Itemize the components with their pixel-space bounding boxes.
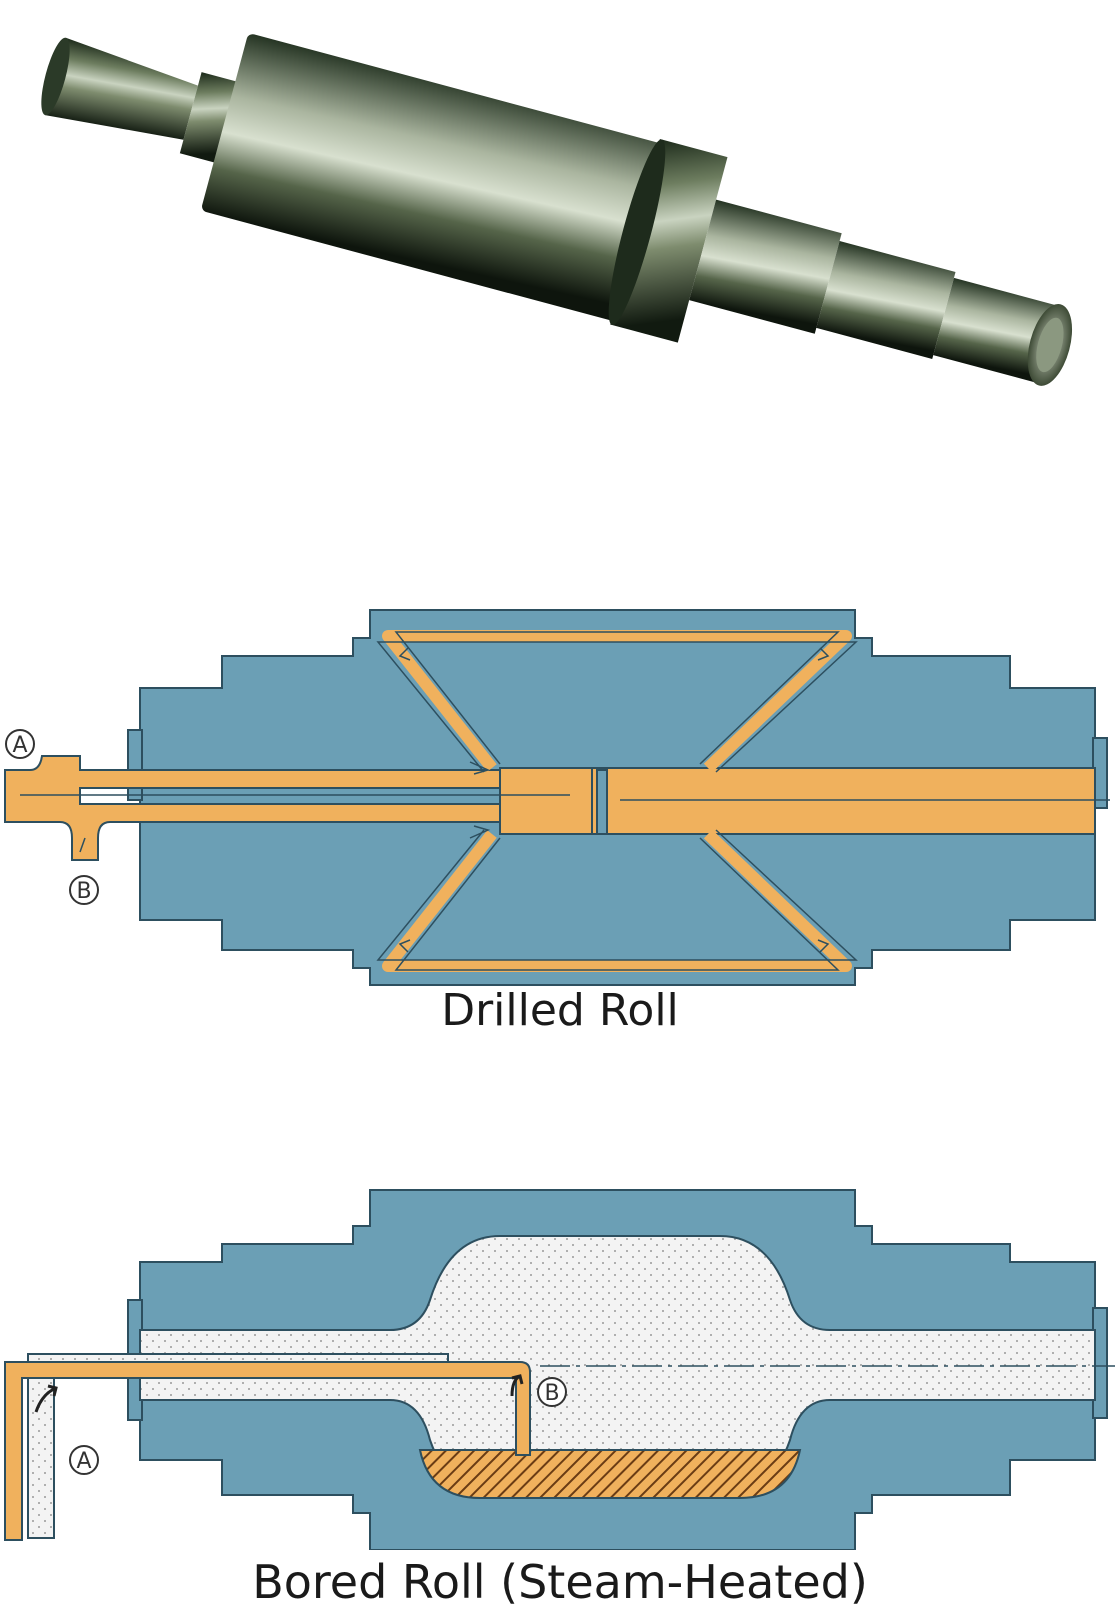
bored-label-a-marker: A (69, 1445, 99, 1475)
syphon-pipe (4, 1361, 531, 1541)
drilled-channels (382, 630, 852, 972)
forged-roll-photo-illustration (41, 34, 1073, 386)
bored-label-b-marker: B (537, 1377, 567, 1407)
bored-label-a: A (76, 1449, 91, 1474)
drilled-roll-cross-section: A B (4, 609, 1110, 986)
drilled-roll-caption: Drilled Roll (441, 985, 679, 1036)
roll-photo (0, 0, 1120, 500)
label-b: B (76, 879, 91, 904)
label-a-marker: A (5, 729, 35, 759)
bored-roll-diagram: B A (0, 1180, 1120, 1618)
central-bore (591, 767, 1096, 835)
inlet-pipe (4, 755, 501, 861)
label-a: A (12, 733, 27, 758)
bored-label-b: B (544, 1381, 559, 1406)
bored-roll-cross-section: B A (4, 1189, 1115, 1550)
drilled-roll-diagram: A B (0, 600, 1120, 1040)
condensate-pool (418, 1449, 802, 1499)
bored-roll-caption: Bored Roll (Steam-Heated) (252, 1555, 868, 1609)
label-b-marker: B (69, 875, 99, 905)
